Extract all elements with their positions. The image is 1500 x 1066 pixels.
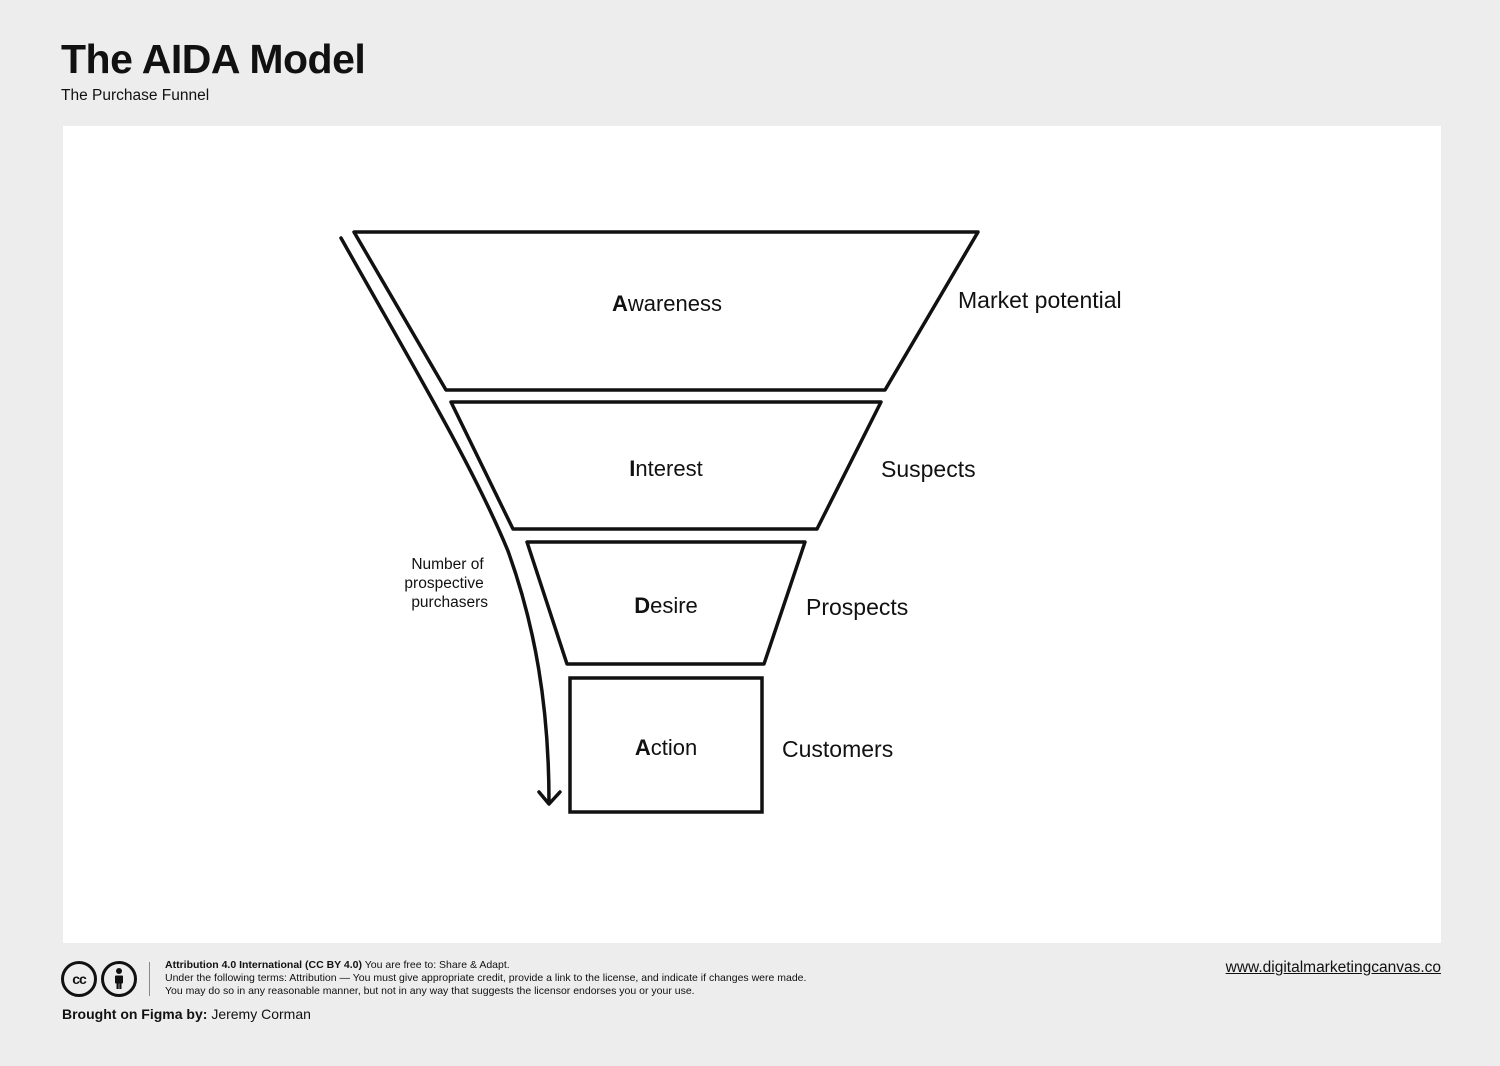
footer-divider [149,962,150,996]
funnel-stage-interest [449,400,883,531]
website-link[interactable]: www.digitalmarketingcanvas.co [1225,959,1441,976]
arrow-head-icon [537,790,562,806]
license-title: Attribution 4.0 International (CC BY 4.0… [165,959,362,971]
prospect-decline-arrow [339,236,551,804]
creative-commons-icon: cc [61,961,97,997]
credit-name: Jeremy Corman [207,1006,311,1022]
stage-label-awareness: Awareness [612,291,722,316]
license-icons: cc [61,960,137,998]
license-line-1: You are free to: Share & Adapt. [362,959,510,971]
page-title: The AIDA Model [61,36,366,82]
outcome-label-suspects: Suspects [881,456,976,482]
attribution-person-icon [101,961,137,997]
stage-label-action: Action [635,735,697,760]
license-text: Attribution 4.0 International (CC BY 4.0… [165,959,806,998]
diagram-canvas: Awareness Market potential Interest Susp… [63,126,1441,943]
page-subtitle: The Purchase Funnel [61,87,210,104]
axis-label-prospective-purchasers: Number of prospective purchasers [404,556,488,611]
stage-label-desire: Desire [634,593,698,618]
outcome-label-market-potential: Market potential [958,287,1122,313]
funnel-stage-desire [525,540,807,666]
funnel-stage-action [568,676,764,814]
license-line-2: Under the following terms: Attribution —… [165,972,807,984]
credit-line: Brought on Figma by: Jeremy Corman [62,1005,311,1023]
outcome-label-prospects: Prospects [806,594,908,620]
funnel-stage-awareness [352,230,980,392]
funnel-diagram: Awareness Market potential Interest Susp… [339,230,1122,814]
credit-label: Brought on Figma by: [62,1006,208,1022]
stage-label-interest: Interest [629,456,702,481]
outcome-label-customers: Customers [782,736,893,762]
license-line-3: You may do so in any reasonable manner, … [165,985,695,997]
